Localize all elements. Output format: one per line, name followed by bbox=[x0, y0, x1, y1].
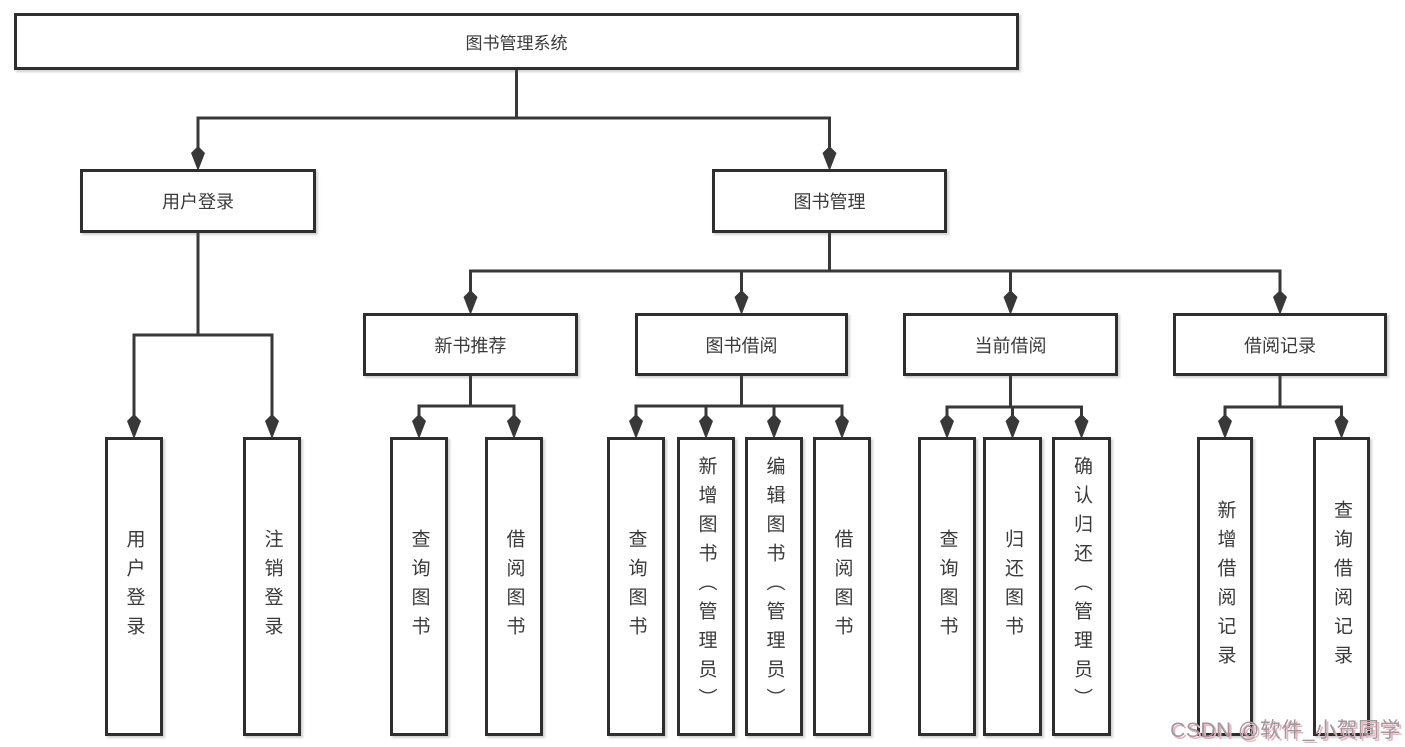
node-book-borrow: 图书借阅 bbox=[635, 313, 848, 376]
node-label: 查询图书 bbox=[408, 528, 430, 645]
node-label: 注销登录 bbox=[261, 528, 283, 645]
node-leaf-query-borrow-record: 查询借阅记录 bbox=[1313, 437, 1370, 736]
node-leaf-borrow-books-2: 借阅图书 bbox=[813, 437, 871, 736]
node-leaf-confirm-return-admin: 确认归还（管理员） bbox=[1052, 437, 1111, 736]
node-label: 图书管理 bbox=[793, 192, 866, 212]
node-label: 图书借阅 bbox=[705, 335, 778, 356]
node-leaf-add-books-admin: 新增图书（管理员） bbox=[677, 437, 735, 736]
node-label: 确认归还（管理员） bbox=[1071, 456, 1092, 717]
node-root: 图书管理系统 bbox=[14, 13, 1019, 70]
node-label: 查询图书 bbox=[625, 528, 647, 645]
node-label: 借阅图书 bbox=[831, 528, 853, 645]
node-new-book-rec: 新书推荐 bbox=[363, 313, 578, 376]
node-leaf-query-books-2: 查询图书 bbox=[607, 437, 665, 736]
node-leaf-query-books-3: 查询图书 bbox=[918, 437, 976, 736]
node-label: 查询图书 bbox=[936, 528, 958, 645]
node-label: 图书管理系统 bbox=[465, 34, 568, 53]
node-label: 当前借阅 bbox=[974, 335, 1047, 356]
node-label: 借阅图书 bbox=[503, 528, 525, 645]
node-label: 用户登录 bbox=[162, 192, 234, 212]
node-label: 编辑图书（管理员） bbox=[763, 456, 785, 717]
node-leaf-edit-books-admin: 编辑图书（管理员） bbox=[745, 437, 803, 736]
node-label: 查询借阅记录 bbox=[1331, 499, 1352, 674]
node-leaf-return-books: 归还图书 bbox=[983, 437, 1042, 736]
node-label: 用户登录 bbox=[123, 528, 145, 645]
node-user-login: 用户登录 bbox=[80, 169, 316, 233]
node-leaf-user-login: 用户登录 bbox=[105, 437, 163, 736]
node-leaf-borrow-books-1: 借阅图书 bbox=[485, 437, 543, 736]
node-current-borrow: 当前借阅 bbox=[903, 313, 1118, 376]
node-borrow-records: 借阅记录 bbox=[1173, 313, 1387, 376]
csdn-watermark: CSDN @软件_小贺同学 bbox=[1170, 719, 1401, 742]
node-label: 新增借阅记录 bbox=[1214, 499, 1236, 674]
node-leaf-logout: 注销登录 bbox=[243, 437, 301, 736]
node-label: 归还图书 bbox=[1002, 528, 1023, 645]
node-label: 新增图书（管理员） bbox=[695, 456, 717, 717]
node-leaf-query-books-1: 查询图书 bbox=[390, 437, 448, 736]
node-book-mgmt: 图书管理 bbox=[712, 169, 947, 233]
node-leaf-add-borrow-record: 新增借阅记录 bbox=[1197, 437, 1253, 736]
node-label: 新书推荐 bbox=[434, 335, 507, 356]
node-label: 借阅记录 bbox=[1244, 335, 1316, 356]
